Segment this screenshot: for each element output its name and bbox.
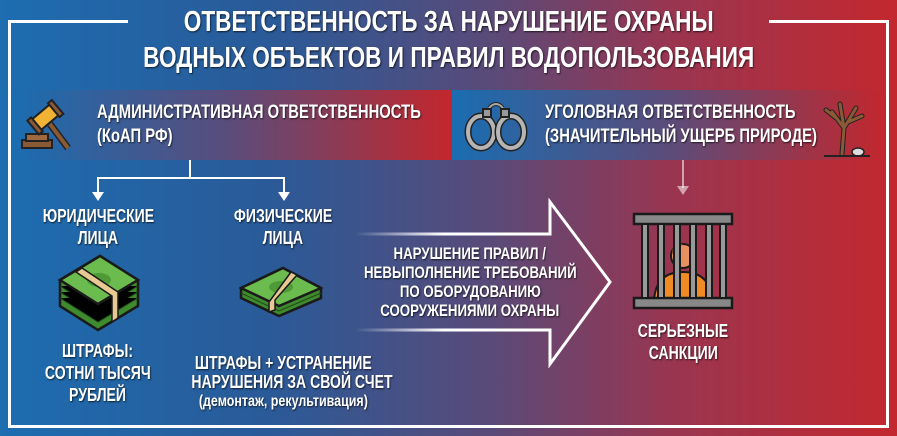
arrow-line-4: СООРУЖЕНИЯМИ ОХРАНЫ xyxy=(380,301,560,320)
sanctions-label: СЕРЬЕЗНЫЕ САНКЦИИ xyxy=(603,320,763,364)
frame-top-right xyxy=(769,20,889,23)
sanctions-line-2: САНКЦИИ xyxy=(648,343,718,363)
arrow-down-icon xyxy=(278,192,290,201)
legal-entities-label: ЮРИДИЧЕСКИЕ ЛИЦА xyxy=(18,205,178,249)
criminal-title: УГОЛОВНАЯ ОТВЕТСТВЕННОСТЬ xyxy=(545,102,796,123)
legal-entities-fine: ШТРАФЫ: СОТНИ ТЫСЯЧ РУБЛЕЙ xyxy=(18,340,178,406)
legal-fine-line-3: РУБЛЕЙ xyxy=(69,385,127,405)
individuals-fine: ШТРАФЫ + УСТРАНЕНИЕ НАРУШЕНИЯ ЗА СВОЙ СЧ… xyxy=(163,354,403,411)
criminal-subtitle: (ЗНАЧИТЕЛЬНЫЙ УЩЕРБ ПРИРОДЕ) xyxy=(545,126,817,147)
legal-fine-line-2: СОТНИ ТЫСЯЧ xyxy=(45,363,151,383)
handcuffs-icon xyxy=(464,102,528,152)
arrow-line-1: НАРУШЕНИЕ ПРАВИЛ / xyxy=(393,244,547,263)
connector-criminal xyxy=(682,160,684,188)
legal-entities-line-1: ЮРИДИЧЕСКИЕ xyxy=(42,206,154,226)
administrative-band xyxy=(11,90,451,160)
legal-fine-line-1: ШТРАФЫ: xyxy=(62,341,134,361)
arrow-line-2: НЕВЫПОЛНЕНИЕ ТРЕБОВАНИЙ xyxy=(363,263,577,282)
connector-horizontal xyxy=(97,177,285,179)
big-arrow-outline xyxy=(355,198,612,368)
title-line-2: ВОДНЫХ ОБЪЕКТОВ И ПРАВИЛ ВОДОПОЛЬЗОВАНИЯ xyxy=(142,42,755,74)
arrow-line-3: ПО ОБОРУДОВАНИЮ xyxy=(399,282,541,301)
money-stack-small-icon xyxy=(239,266,323,318)
criminal-header: УГОЛОВНАЯ ОТВЕТСТВЕННОСТЬ (ЗНАЧИТЕЛЬНЫЙ … xyxy=(545,101,894,149)
gavel-icon xyxy=(21,98,71,151)
frame-top-left xyxy=(8,20,128,23)
arrow-text: НАРУШЕНИЕ ПРАВИЛ / НЕВЫПОЛНЕНИЕ ТРЕБОВАН… xyxy=(330,244,610,320)
individuals-line-1: ФИЗИЧЕСКИЕ xyxy=(233,206,333,226)
page-title: ОТВЕТСТВЕННОСТЬ ЗА НАРУШЕНИЕ ОХРАНЫ ВОДН… xyxy=(0,4,897,76)
money-stack-large-icon xyxy=(57,254,141,332)
administrative-header: АДМИНИСТРАТИВНАЯ ОТВЕТСТВЕННОСТЬ (КоАП Р… xyxy=(97,101,512,149)
connector-left xyxy=(97,177,99,197)
individuals-label: ФИЗИЧЕСКИЕ ЛИЦА xyxy=(203,205,363,249)
individual-fine-line-2: НАРУШЕНИЯ ЗА СВОЙ СЧЕТ xyxy=(191,372,393,392)
arrow-down-icon xyxy=(677,186,689,195)
legal-entities-line-2: ЛИЦА xyxy=(77,228,119,248)
prisoner-behind-bars-icon xyxy=(632,212,734,310)
dead-tree-icon xyxy=(823,101,870,157)
connector-right xyxy=(283,177,285,197)
administrative-subtitle: (КоАП РФ) xyxy=(97,126,173,147)
individuals-line-2: ЛИЦА xyxy=(262,228,304,248)
connector-stem xyxy=(189,160,191,178)
sanctions-line-1: СЕРЬЕЗНЫЕ xyxy=(637,321,729,341)
arrow-down-icon xyxy=(92,192,104,201)
individual-fine-line-1: ШТРАФЫ + УСТРАНЕНИЕ xyxy=(194,353,372,373)
individual-fine-line-3: (демонтаж, рекультивация) xyxy=(198,393,368,410)
administrative-title: АДМИНИСТРАТИВНАЯ ОТВЕТСТВЕННОСТЬ xyxy=(97,102,421,123)
title-line-1: ОТВЕТСТВЕННОСТЬ ЗА НАРУШЕНИЕ ОХРАНЫ xyxy=(183,6,714,38)
frame xyxy=(8,20,889,428)
